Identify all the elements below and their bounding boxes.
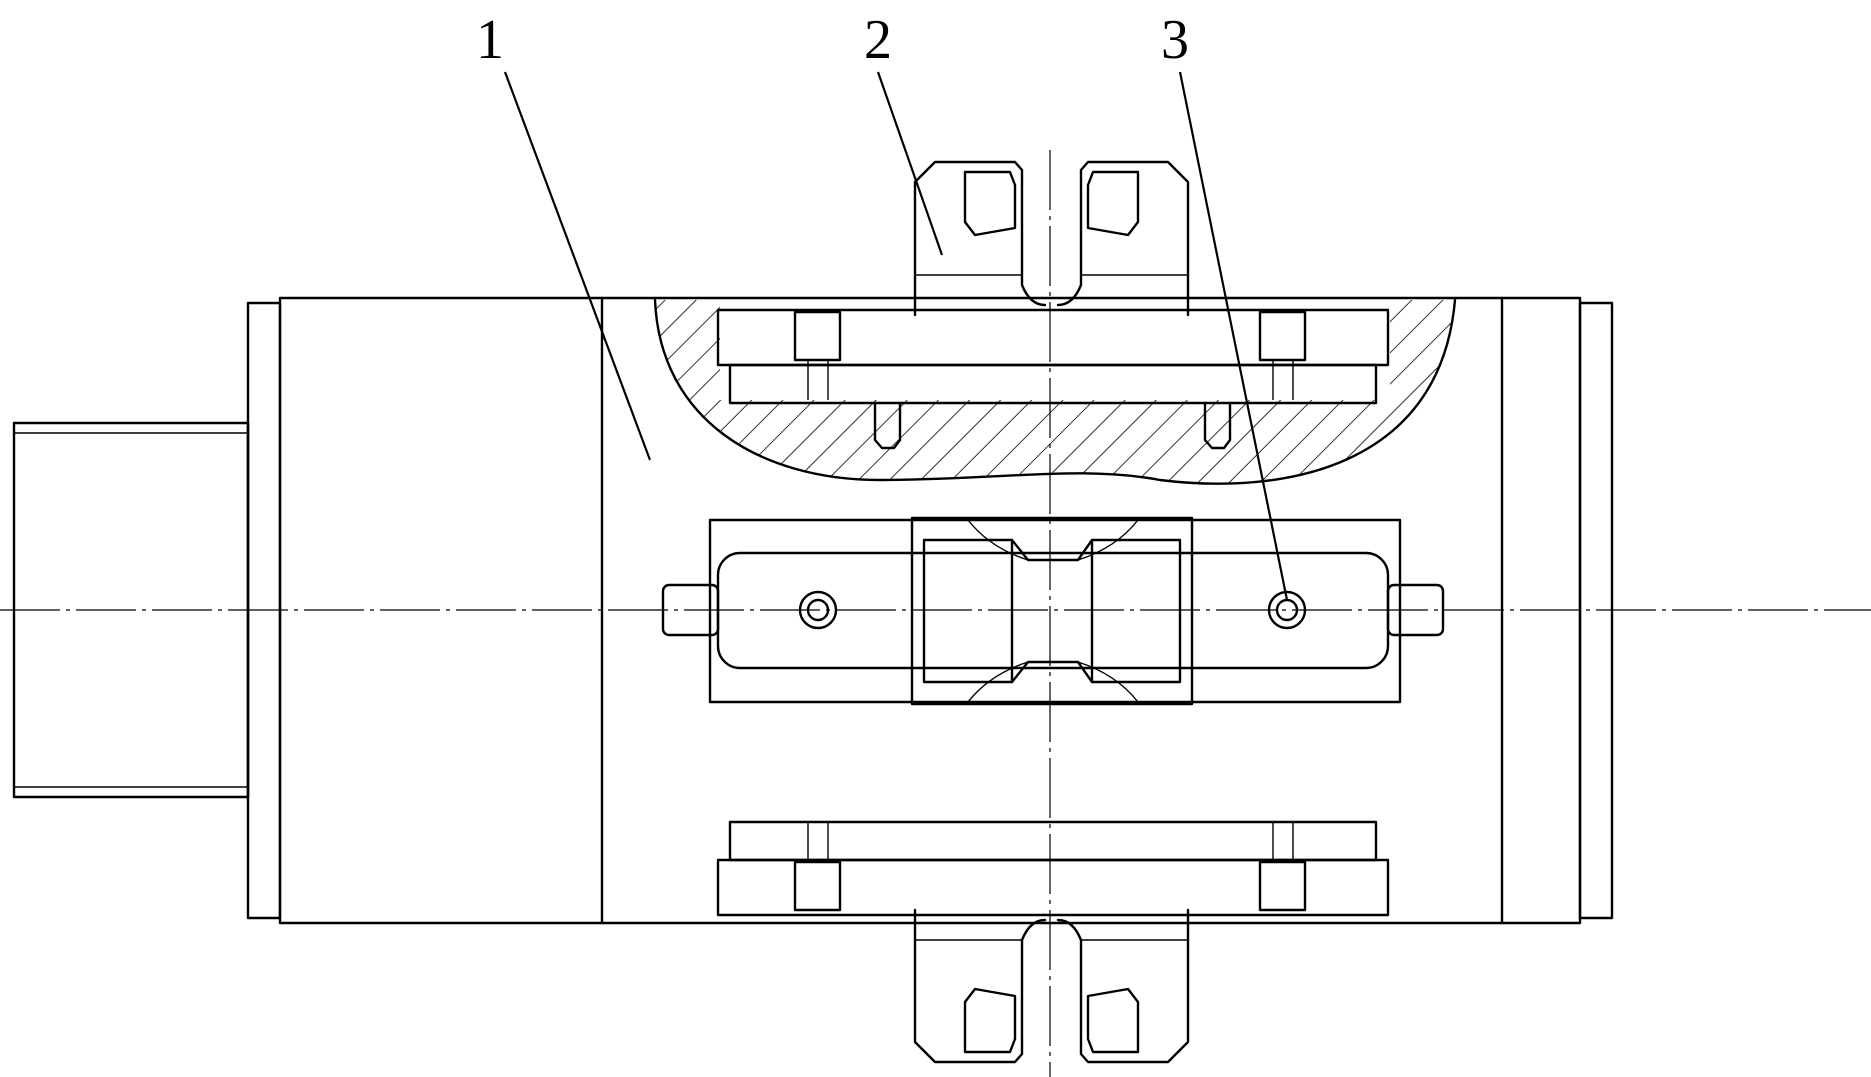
lower-clamp-plate [716,820,1390,917]
callout-3: 3 [1161,9,1189,71]
section-cutaway [653,298,1457,485]
callout-2: 2 [864,9,892,71]
lower-jaw-left [913,908,1047,1064]
leader-line-1 [503,71,652,461]
callout-1: 1 [476,9,504,71]
middle-clamp [661,516,1445,706]
lower-jaw-right [1056,908,1190,1064]
leader-line-2 [876,71,944,256]
upper-jaw-left [913,160,1047,317]
leader-line-3 [1178,71,1289,601]
main-body [246,296,1614,925]
upper-jaw-right [1056,160,1190,317]
